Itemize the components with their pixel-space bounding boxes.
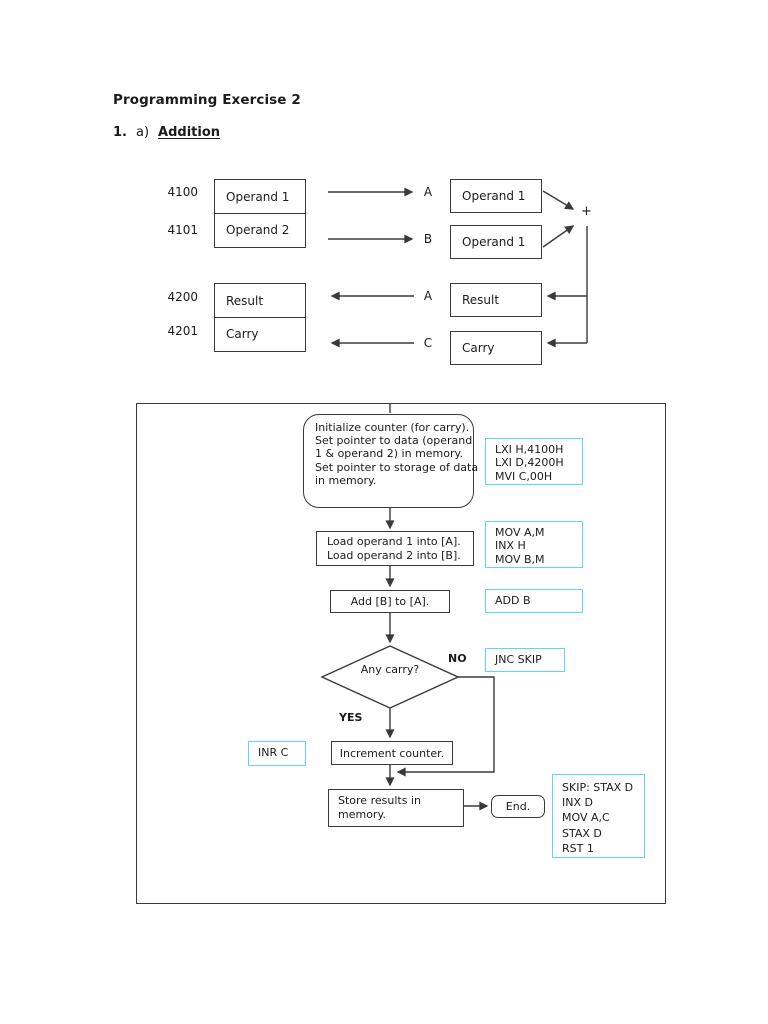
code-line: INX H — [495, 539, 526, 553]
memory-address-label: 4101 — [167, 223, 198, 237]
item-letter: a) — [135, 125, 150, 140]
memory-cell-stack-operands: Operand 1 Operand 2 — [214, 179, 306, 248]
increment-process-box: Increment counter. — [331, 741, 453, 765]
register-cell: Carry — [450, 331, 542, 365]
memory-cell-stack-results: Result Carry — [214, 283, 306, 352]
code-line: LXI H,4100H — [495, 443, 564, 456]
code-line: LXI D,4200H — [495, 456, 564, 470]
register-letter: C — [423, 336, 433, 350]
init-line: Initialize counter (for carry). — [315, 421, 470, 434]
memory-cell: Operand 1 — [226, 189, 290, 204]
code-line: MOV B,M — [495, 552, 545, 566]
code-box-jnc: JNC SKIP — [485, 648, 565, 672]
arrow-a-to-plus — [542, 190, 575, 210]
load-line: Load operand 2 into [B]. — [327, 549, 461, 562]
yes-label: YES — [339, 711, 363, 724]
add-process-box: Add [B] to [A]. — [330, 590, 450, 613]
memory-cell: Operand 2 — [215, 213, 305, 246]
code-box-skip: SKIP: STAX D INX D MOV A,C STAX D RST 1 — [552, 774, 645, 858]
flowchart-border — [136, 403, 666, 904]
code-line: MOV A,C — [562, 811, 610, 825]
code-line: MOV A,M — [495, 526, 545, 539]
code-box-init: LXI H,4100H LXI D,4200H MVI C,00H — [485, 438, 583, 485]
code-line: MVI C,00H — [495, 469, 553, 483]
memory-arrows — [328, 187, 588, 348]
code-line: SKIP: STAX D — [562, 781, 634, 794]
no-label: NO — [448, 652, 467, 665]
register-cell: Result — [450, 283, 542, 317]
page-title: Programming Exercise 2 — [113, 92, 301, 108]
memory-address-label: 4200 — [167, 290, 198, 304]
init-line: 1 & operand 2) in memory. — [315, 447, 463, 461]
code-box-inr: INR C — [248, 741, 306, 766]
item-title: Addition — [158, 125, 221, 140]
arrow-b-to-plus — [542, 225, 575, 248]
register-letter: A — [423, 185, 433, 199]
plus-sign: + — [581, 204, 592, 219]
memory-cell: Carry — [215, 317, 305, 350]
register-letter: A — [423, 289, 433, 303]
memory-address-label: 4100 — [167, 185, 198, 199]
end-terminator: End. — [491, 795, 545, 818]
register-cell: Operand 1 — [450, 179, 542, 213]
load-process-box: Load operand 1 into [A]. Load operand 2 … — [316, 531, 474, 566]
store-line: Store results in — [338, 794, 421, 807]
code-line: STAX D — [562, 826, 602, 840]
store-line: memory. — [338, 808, 386, 821]
register-letter: B — [423, 232, 433, 246]
init-line: Set pointer to storage of data — [315, 460, 479, 474]
code-box-load: MOV A,M INX H MOV B,M — [485, 521, 583, 568]
init-process-box: Initialize counter (for carry). Set poin… — [303, 414, 479, 508]
item-number: 1. — [113, 125, 127, 140]
init-line: in memory. — [315, 473, 377, 487]
memory-address-label: 4201 — [167, 324, 198, 338]
register-cell: Operand 1 — [450, 225, 542, 259]
code-line: INX D — [562, 796, 593, 810]
code-line: RST 1 — [562, 841, 594, 855]
memory-cell: Result — [226, 293, 264, 308]
load-line: Load operand 1 into [A]. — [327, 535, 461, 548]
code-box-add: ADD B — [485, 589, 583, 613]
init-line: Set pointer to data (operand — [315, 434, 473, 448]
exercise-item: 1. a) Addition — [113, 125, 220, 140]
decision-label: Any carry? — [360, 663, 420, 676]
store-process-box: Store results in memory. — [328, 789, 464, 827]
